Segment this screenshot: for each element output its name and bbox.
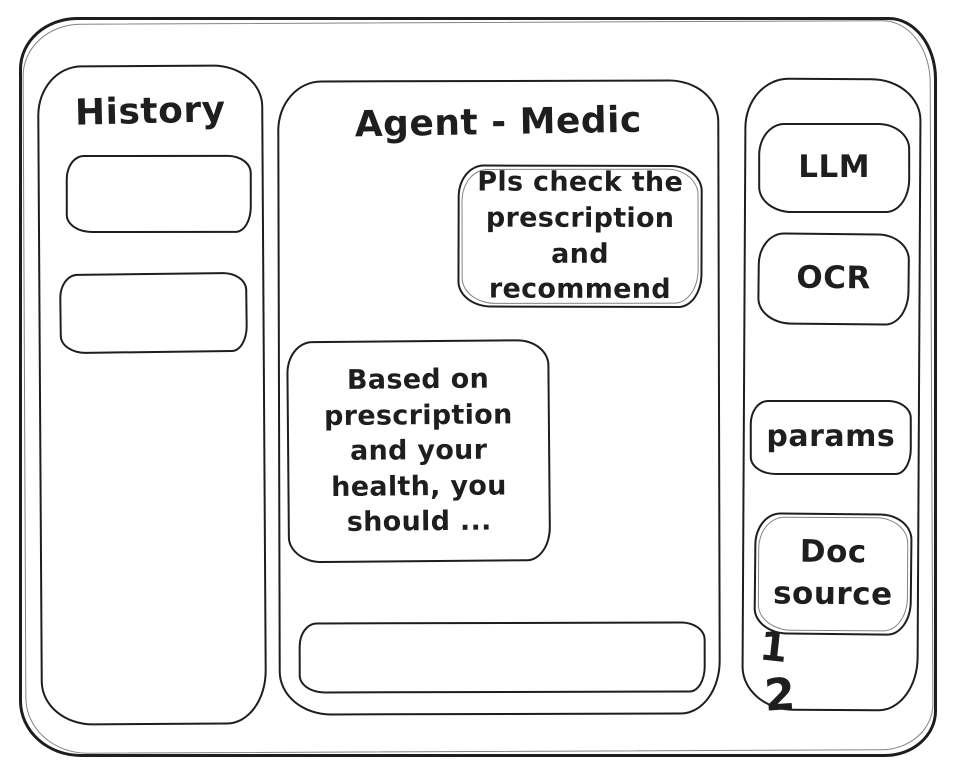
history-item[interactable]: [65, 154, 252, 234]
annotation-2: 2: [762, 668, 797, 722]
chat-panel: Agent - Medic Pls check the prescription…: [277, 79, 721, 716]
annotation-1: 1: [757, 623, 790, 673]
chat-input[interactable]: [298, 621, 706, 694]
assistant-message-bubble: Based on prescription and your health, y…: [286, 339, 552, 564]
app-window-frame: History Agent - Medic Pls check the pres…: [19, 17, 937, 757]
history-item[interactable]: [59, 271, 248, 355]
history-panel: History: [36, 64, 268, 726]
llm-button[interactable]: LLM: [758, 122, 911, 214]
user-message-bubble: Pls check the prescription and recommend: [457, 164, 703, 309]
tools-panel: LLM OCR params Doc source 1 2: [741, 77, 922, 722]
ocr-button[interactable]: OCR: [757, 232, 911, 326]
history-title: History: [74, 89, 227, 134]
chat-title: Agent - Medic: [354, 99, 643, 146]
params-button[interactable]: params: [749, 399, 912, 476]
doc-source-button[interactable]: Doc source: [753, 512, 913, 636]
